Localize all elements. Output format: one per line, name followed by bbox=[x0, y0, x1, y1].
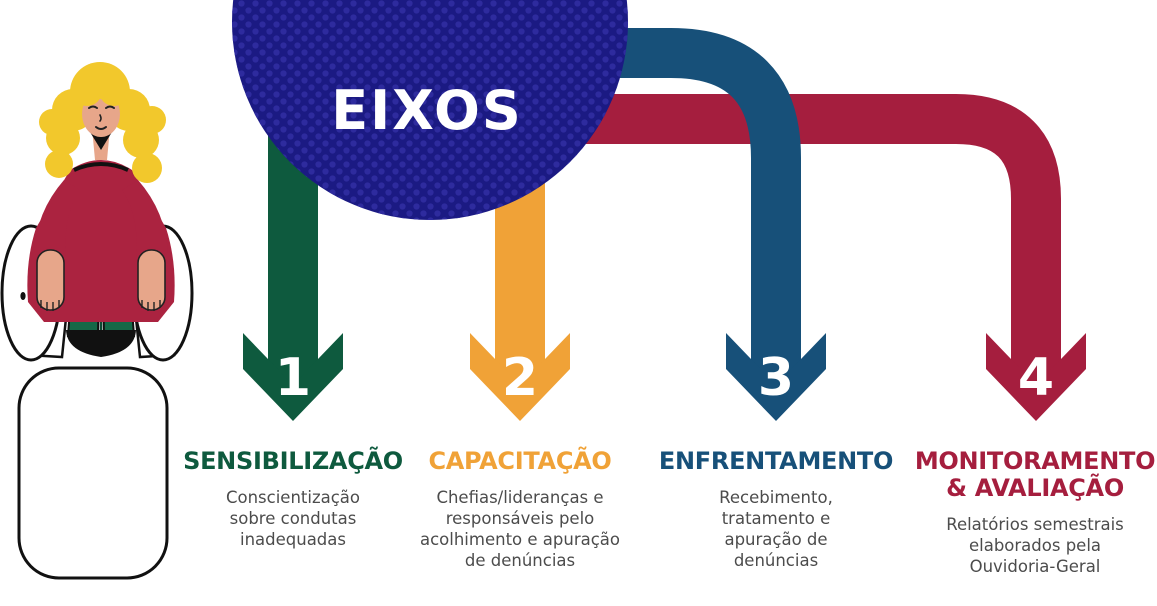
pedestal bbox=[17, 366, 169, 580]
axis2-description: Chefias/lideranças e responsáveis pelo a… bbox=[419, 488, 620, 570]
axis1-description: Conscientização sobre condutas inadequad… bbox=[225, 488, 361, 549]
axis3-number: 3 bbox=[757, 348, 795, 408]
axis3-description: Recebimento, tratamento e apuração de de… bbox=[719, 488, 833, 570]
axis3-title: ENFRENTAMENTO bbox=[658, 447, 894, 475]
axis1-title: SENSIBILIZAÇÃO bbox=[183, 447, 403, 475]
axis2-column: CAPACITAÇÃO Chefias/lideranças e respons… bbox=[396, 448, 644, 571]
axis2-title: CAPACITAÇÃO bbox=[428, 447, 612, 475]
axis4-number: 4 bbox=[1017, 348, 1055, 408]
axis4-title: MONITORAMENTO & AVALIAÇÃO bbox=[914, 447, 1156, 502]
axis4-column: MONITORAMENTO & AVALIAÇÃO Relatórios sem… bbox=[913, 448, 1157, 577]
seated-woman-illustration bbox=[0, 62, 194, 580]
axis4-arrowhead bbox=[986, 330, 1086, 421]
axis4-pipe bbox=[556, 94, 1061, 356]
axis3-column: ENFRENTAMENTO Recebimento, tratamento e … bbox=[652, 448, 900, 571]
axis1-column: SENSIBILIZAÇÃO Conscientização sobre con… bbox=[169, 448, 417, 550]
axis2-number: 2 bbox=[501, 348, 539, 408]
axis1-arrowhead bbox=[243, 330, 343, 421]
axis4-description: Relatórios semestrais elaborados pela Ou… bbox=[946, 515, 1124, 576]
axis2-arrowhead bbox=[470, 330, 570, 421]
axis1-number: 1 bbox=[274, 348, 312, 408]
hub-title: EIXOS bbox=[331, 79, 523, 142]
axis3-arrowhead bbox=[726, 330, 826, 421]
hub-circle bbox=[232, 0, 628, 220]
axis3-pipe bbox=[556, 28, 801, 356]
